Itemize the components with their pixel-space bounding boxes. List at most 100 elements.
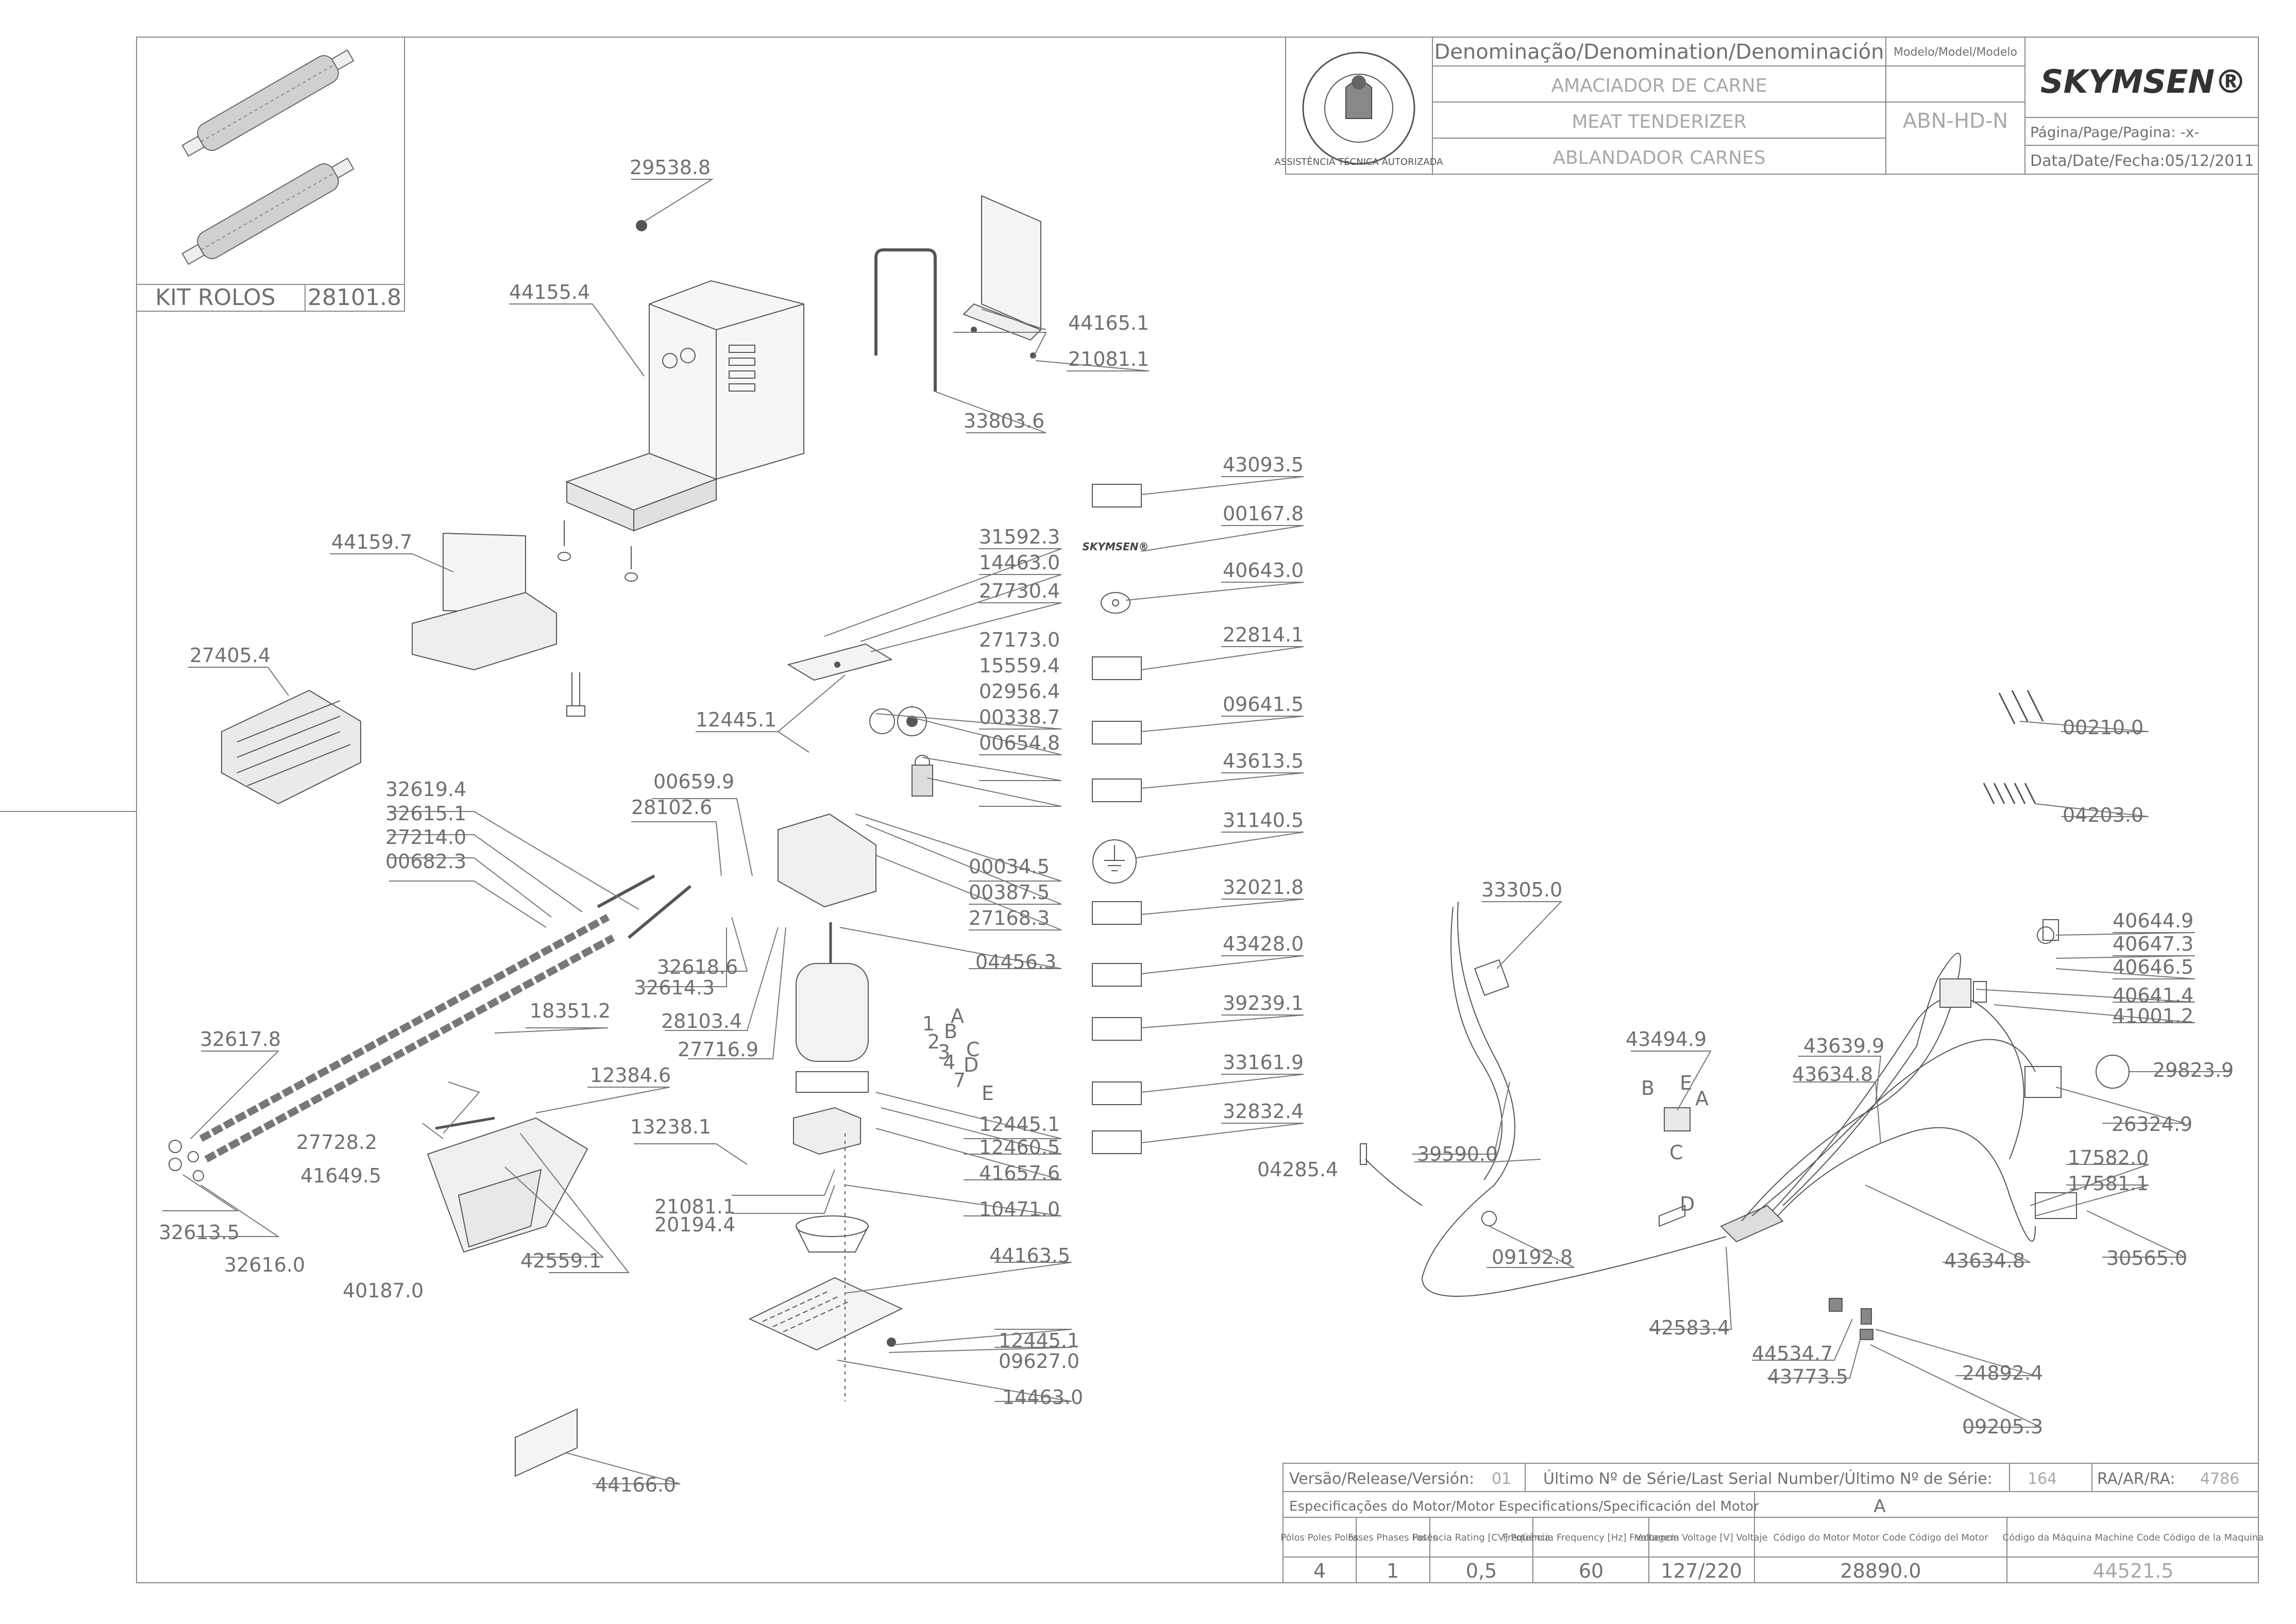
part-label: 28102.6 [631, 796, 712, 819]
part-label: 17581.1 [2068, 1172, 2149, 1195]
header-poles: Pólos Poles Polos [1280, 1532, 1358, 1543]
part-label: 27173.0 [979, 629, 1060, 651]
part-label: 04456.3 [975, 951, 1056, 973]
guard-plate-drawing [964, 196, 1041, 358]
header-motor-code: Código do Motor Motor Code Código del Mo… [1773, 1532, 1988, 1543]
part-label: 12445.1 [999, 1329, 1079, 1352]
part-label: 32021.8 [1223, 876, 1304, 899]
part-label: 21081.1 [1068, 348, 1149, 370]
wire-letter: B [944, 1020, 957, 1043]
part-label: 09641.5 [1223, 693, 1304, 716]
stamp-text: ASSISTÊNCIA TÉCNICA AUTORIZADA [1275, 156, 1444, 167]
kit-rolos-box: KIT ROLOS 28101.8 [137, 37, 404, 311]
part-label: 10471.0 [979, 1198, 1060, 1221]
part-label: 33305.0 [1481, 878, 1562, 901]
ra-value: 4786 [2200, 1470, 2239, 1488]
part-label: 32616.0 [224, 1254, 305, 1276]
value-machine-code: 44521.5 [2092, 1560, 2173, 1582]
page-field: Página/Page/Pagina: -x- [2030, 124, 2199, 141]
part-label: 32617.8 [200, 1028, 281, 1051]
plate-drawing [515, 1409, 577, 1476]
part-label: 31592.3 [979, 526, 1060, 548]
part-label: 43773.5 [1767, 1365, 1848, 1388]
motor-variant: A [1873, 1496, 1885, 1517]
part-label: 41001.2 [2113, 1005, 2193, 1027]
part-label: 18351.2 [530, 1000, 611, 1022]
part-label: 44166.0 [595, 1474, 676, 1496]
part-label: 43634.8 [1944, 1249, 2025, 1272]
part-label: 27716.9 [678, 1038, 758, 1061]
wire-number: 4 [943, 1051, 955, 1074]
wire-letter: D [1680, 1193, 1695, 1215]
part-label: 41657.6 [979, 1162, 1060, 1185]
value-voltage: 127/220 [1661, 1560, 1742, 1582]
gearbox-motor-drawing [750, 644, 933, 1401]
part-label: 44159.7 [331, 531, 412, 553]
part-label: 40187.0 [343, 1279, 424, 1302]
exploded-view-drawing: SKYMSEN® [169, 196, 2129, 1476]
serial-label: Último Nº de Série/Last Serial Number/Úl… [1543, 1469, 1993, 1488]
part-label: 09192.8 [1492, 1246, 1573, 1268]
name-es: ABLANDADOR CARNES [1552, 147, 1765, 168]
hopper-drawing [412, 533, 585, 716]
part-label: 12460.5 [979, 1136, 1060, 1159]
part-label: 21081.1 [654, 1195, 735, 1218]
part-labels: 29538.8 44155.4 33803.6 44165.1 21081.1 … [159, 156, 2234, 1496]
part-label: 42559.1 [520, 1249, 601, 1272]
part-label: 00682.3 [385, 850, 466, 873]
sheet-frame [0, 37, 2258, 1583]
part-label: 43639.9 [1803, 1035, 1884, 1057]
part-label: 24892.4 [1962, 1362, 2043, 1384]
header-voltage: Voltagem Voltage [V] Voltaje [1635, 1532, 1767, 1543]
part-label: 40644.9 [2113, 909, 2193, 932]
value-phases: 1 [1387, 1560, 1399, 1582]
part-label: 32618.6 [657, 956, 738, 978]
part-label: 00338.7 [979, 706, 1060, 729]
part-label: 27728.2 [296, 1131, 377, 1154]
part-label: 40641.4 [2113, 984, 2193, 1007]
header-power: Potência Rating [CV] Potencia [1412, 1532, 1550, 1543]
part-label: 27168.3 [969, 907, 1050, 929]
wiring-harness-drawing [1360, 902, 2129, 1340]
part-label: 41649.5 [300, 1164, 381, 1187]
part-label: 32614.3 [634, 976, 715, 999]
part-label: 09205.3 [1962, 1415, 2043, 1438]
part-label: 44534.7 [1752, 1342, 1833, 1365]
part-label: 00034.5 [969, 855, 1050, 878]
motor-spec-label: Especificações do Motor/Motor Especifica… [1289, 1499, 1759, 1514]
part-label: 00387.5 [969, 881, 1050, 904]
part-label: 31140.5 [1223, 809, 1304, 832]
decal-boxes: SKYMSEN® [1082, 484, 1149, 1154]
header-machine-code: Código da Máquina Machine Code Código de… [2003, 1532, 2264, 1543]
part-label: 00654.8 [979, 732, 1060, 754]
wire-number: 7 [953, 1069, 966, 1092]
version-value: 01 [1492, 1470, 1511, 1488]
wire-number: 1 [922, 1012, 935, 1035]
part-label: 04285.4 [1257, 1158, 1338, 1181]
springs-drawing [1984, 690, 2043, 804]
part-label: 20194.4 [654, 1213, 735, 1236]
part-label: 26324.9 [2112, 1113, 2192, 1136]
decal-brand-mark: SKYMSEN® [1082, 540, 1149, 553]
kit-name: KIT ROLOS [155, 284, 275, 311]
part-label: 29538.8 [630, 156, 711, 179]
part-label: 40647.3 [2113, 933, 2193, 955]
part-label: 28103.4 [661, 1010, 742, 1033]
part-label: 39590.0 [1417, 1143, 1498, 1165]
value-poles: 4 [1313, 1560, 1326, 1582]
denomination-header: Denominação/Denomination/Denominación [1434, 40, 1884, 64]
part-label: 00167.8 [1223, 502, 1304, 525]
part-label: 43613.5 [1223, 750, 1304, 772]
part-label: 32619.4 [385, 778, 466, 801]
wire-letter: D [964, 1054, 978, 1076]
header-phases: Fases Phases Fases [1348, 1532, 1438, 1543]
wire-markers: A B C D E B E A C D 1 2 3 4 7 [922, 1005, 1709, 1215]
wire-number: 3 [938, 1041, 950, 1063]
wire-letter: B [1641, 1077, 1655, 1099]
part-label: 12445.1 [696, 708, 776, 731]
part-label: 44155.4 [509, 281, 590, 303]
leader-lines [162, 179, 2231, 1484]
part-label: 43428.0 [1223, 933, 1304, 955]
part-label: 27214.0 [385, 826, 466, 849]
part-label: 13238.1 [630, 1115, 711, 1138]
